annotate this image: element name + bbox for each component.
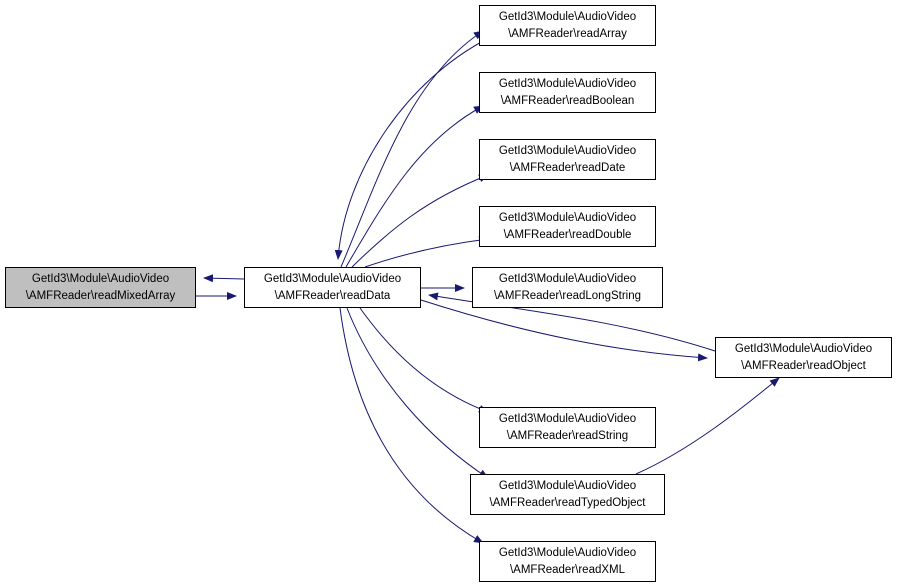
node-label-line1: GetId3\Module\AudioVideo [498,412,637,425]
node-read-date[interactable]: GetId3\Module\AudioVideo \AMFReader\read… [479,139,656,180]
node-label-line2: \AMFReader\readXML [509,563,626,576]
node-label-line1: GetId3\Module\AudioVideo [498,10,637,23]
edge-readArray-to-readData [334,38,488,260]
node-label-line2: \AMFReader\readLongString [493,289,642,302]
edge-readData-to-readBoolean [345,105,484,268]
edge-readData-to-readTypedObject [346,307,489,479]
node-label-line1: GetId3\Module\AudioVideo [498,546,637,559]
edge-readData-to-readString [359,307,489,413]
node-label-line1: GetId3\Module\AudioVideo [31,272,170,285]
node-label-line1: GetId3\Module\AudioVideo [263,272,402,285]
node-read-xml[interactable]: GetId3\Module\AudioVideo \AMFReader\read… [479,541,656,582]
node-read-data[interactable]: GetId3\Module\AudioVideo \AMFReader\read… [244,267,421,308]
node-label-line2: \AMFReader\readDate [509,161,626,174]
edge-readObject-to-readData [428,292,716,352]
edge-readData-to-readObject [420,299,708,362]
edge-readData-to-readDate [351,174,489,268]
node-label-line2: \AMFReader\readData [274,289,391,302]
node-label-line1: GetId3\Module\AudioVideo [734,342,873,355]
node-read-mixed-array[interactable]: GetId3\Module\AudioVideo \AMFReader\read… [5,267,196,308]
node-label-line1: GetId3\Module\AudioVideo [498,272,637,285]
node-label-line2: \AMFReader\readString [506,429,629,442]
edge-readData-to-readMixedArray [203,274,245,283]
node-read-double[interactable]: GetId3\Module\AudioVideo \AMFReader\read… [479,206,656,247]
node-label-line1: GetId3\Module\AudioVideo [498,144,637,157]
node-label-line2: \AMFReader\readDouble [503,228,632,241]
node-label-line2: \AMFReader\readObject [741,359,866,372]
node-label-line1: GetId3\Module\AudioVideo [498,77,637,90]
node-label-line1: GetId3\Module\AudioVideo [498,211,637,224]
node-read-boolean[interactable]: GetId3\Module\AudioVideo \AMFReader\read… [479,72,656,113]
node-read-object[interactable]: GetId3\Module\AudioVideo \AMFReader\read… [715,337,892,378]
edge-readData-to-readArray [340,30,484,268]
node-label-line2: \AMFReader\readMixedArray [25,289,176,302]
edge-readTypedObject-to-readObject [635,377,780,475]
edge-readData-to-readDouble [364,236,489,268]
node-label-line2: \AMFReader\readArray [508,27,627,40]
node-read-long-string[interactable]: GetId3\Module\AudioVideo \AMFReader\read… [472,267,663,308]
edge-readData-to-readXML [339,307,484,544]
node-label-line1: GetId3\Module\AudioVideo [498,479,637,492]
node-read-array[interactable]: GetId3\Module\AudioVideo \AMFReader\read… [479,5,656,46]
node-read-typed-object[interactable]: GetId3\Module\AudioVideo \AMFReader\read… [470,474,665,515]
node-read-string[interactable]: GetId3\Module\AudioVideo \AMFReader\read… [479,407,656,448]
node-label-line2: \AMFReader\readBoolean [500,94,635,107]
node-label-line2: \AMFReader\readTypedObject [489,496,646,509]
